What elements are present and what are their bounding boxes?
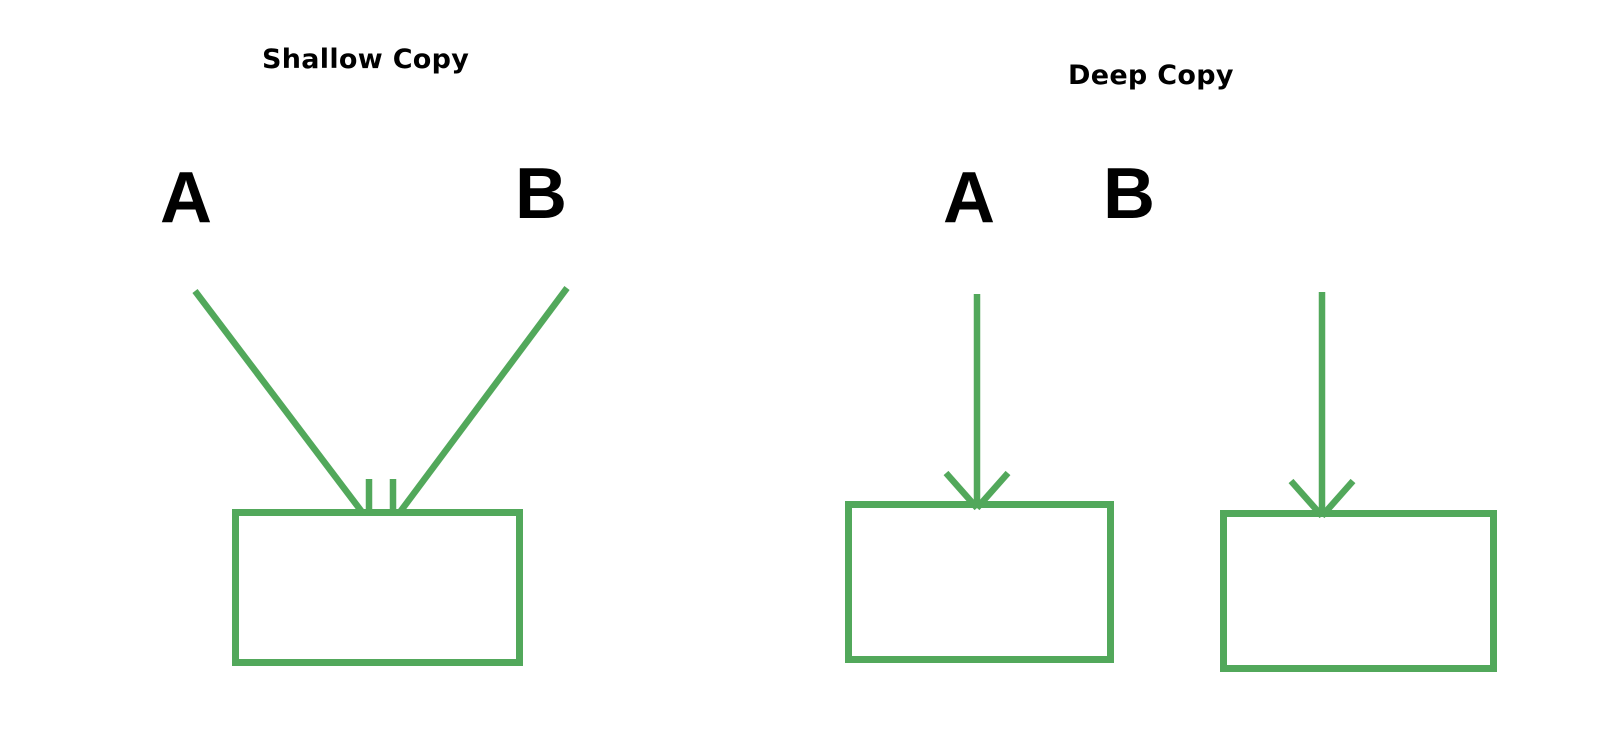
panel-deep-copy: Deep Copy A B <box>800 0 1600 756</box>
arrow-b-to-object-b <box>1288 292 1356 519</box>
panel-shallow-copy: Shallow Copy A B <box>160 44 570 666</box>
shared-object-box <box>232 509 523 666</box>
object-b-box <box>1220 510 1497 672</box>
panel-title-deep-copy: Deep Copy <box>1068 60 1234 91</box>
arrow-a-to-object-a <box>943 294 1011 511</box>
arrow-a-to-shared-object <box>192 289 373 514</box>
variable-label-b-deep: B <box>1103 154 1155 234</box>
panel-title-shallow-copy: Shallow Copy <box>262 44 470 75</box>
variable-label-a-shallow: A <box>160 158 212 238</box>
variable-label-a-deep: A <box>943 158 995 238</box>
shallow-copy-graphics <box>192 286 570 666</box>
variable-label-b-shallow: B <box>515 154 567 234</box>
object-a-box <box>845 501 1114 663</box>
deep-copy-graphics <box>845 292 1497 672</box>
arrow-b-to-shared-object <box>389 286 570 514</box>
